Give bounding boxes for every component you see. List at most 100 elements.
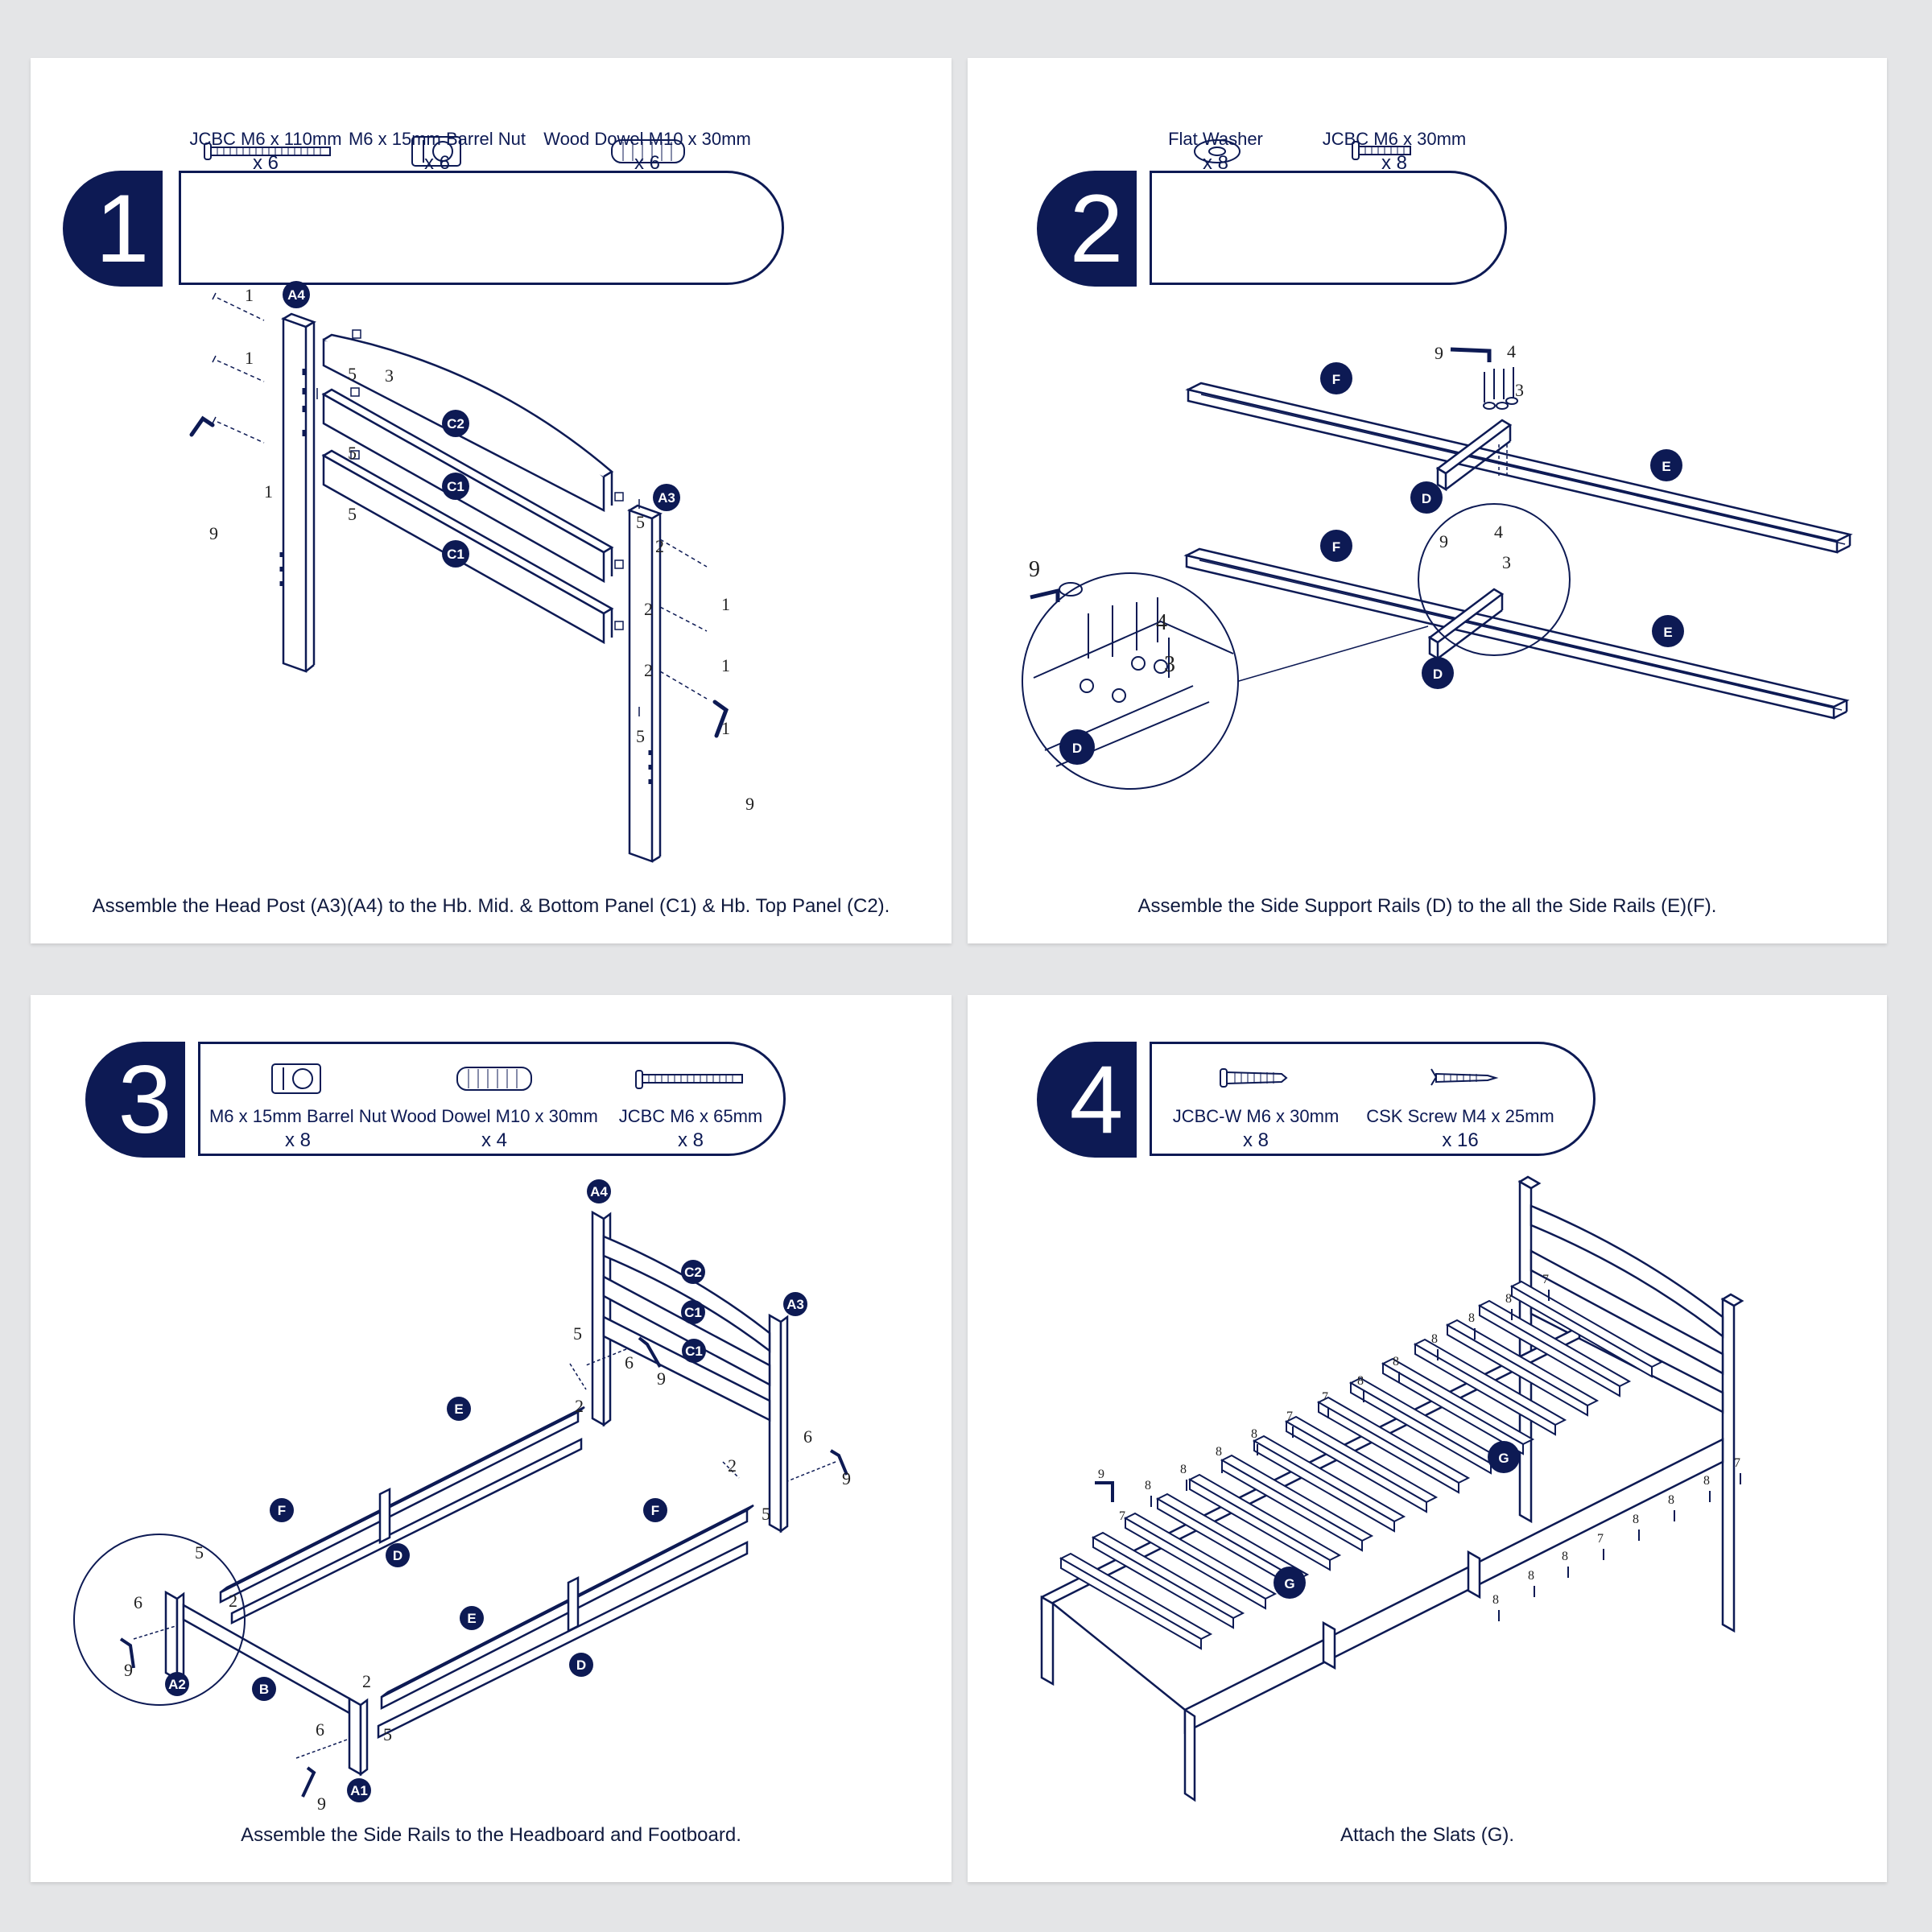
svg-text:A3: A3 xyxy=(658,490,675,506)
frame-assembly-diagram: 5 6 9 2 6 9 2 5 5 2 6 9 2 5 6 9 A4 C2 C1… xyxy=(73,1063,851,1814)
svg-text:D: D xyxy=(393,1548,402,1563)
svg-text:9: 9 xyxy=(657,1368,666,1389)
part-labels: A4 C2 C1 C1 A3 xyxy=(283,281,680,568)
part-number-labels: 5 6 9 2 6 9 2 5 5 2 6 9 2 5 6 9 xyxy=(124,1323,851,1814)
svg-text:1: 1 xyxy=(245,348,254,368)
hardware-box xyxy=(198,1042,786,1156)
wood-bolt-icon xyxy=(1220,1068,1288,1088)
svg-text:6: 6 xyxy=(134,1592,142,1612)
svg-text:E: E xyxy=(1663,625,1672,640)
step-1-panel: 1 JCBC M6 x 110mm x 6 M6 x 15mm Barrel N… xyxy=(31,58,952,943)
svg-text:G: G xyxy=(1498,1451,1509,1466)
csk-screw-icon xyxy=(1430,1068,1499,1086)
svg-text:5: 5 xyxy=(383,1724,392,1744)
svg-text:1: 1 xyxy=(264,481,273,502)
barrel-nut-icon xyxy=(411,136,461,167)
step-caption: Assemble the Side Support Rails (D) to t… xyxy=(1137,895,1717,917)
step-number-badge: 1 xyxy=(63,171,163,287)
svg-text:7: 7 xyxy=(1119,1509,1125,1523)
svg-text:8: 8 xyxy=(1145,1479,1151,1492)
svg-text:8: 8 xyxy=(1562,1550,1568,1563)
svg-text:7: 7 xyxy=(1597,1532,1604,1546)
svg-text:5: 5 xyxy=(348,443,357,463)
zoom-connector xyxy=(1232,625,1429,683)
svg-text:8: 8 xyxy=(1431,1332,1438,1346)
svg-text:A3: A3 xyxy=(786,1297,804,1312)
hardware-name: M6 x 15mm Barrel Nut xyxy=(348,129,526,149)
svg-text:F: F xyxy=(1332,539,1340,555)
svg-text:9: 9 xyxy=(1029,557,1040,582)
headboard-assembly-diagram: 1 1 1 9 5 3 5 5 5 2 2 2 5 1 1 1 9 A4 C2 … xyxy=(189,136,754,863)
step-number-badge: 3 xyxy=(85,1042,185,1158)
svg-text:9: 9 xyxy=(842,1468,851,1488)
hardware-item: M6 x 15mm Barrel Nut x 6 xyxy=(332,127,542,175)
svg-text:9: 9 xyxy=(317,1794,326,1814)
part-labels: G G xyxy=(1274,1441,1520,1599)
head-post-left xyxy=(281,312,316,673)
hardware-item: JCBC M6 x 30mm x 8 xyxy=(1290,127,1499,175)
svg-text:5: 5 xyxy=(573,1323,582,1344)
step-caption: Assemble the Head Post (A3)(A4) to the H… xyxy=(92,895,890,917)
hardware-qty: x 8 xyxy=(284,1129,311,1151)
part-number-labels: 8 8 8 8 7 7 8 8 8 8 8 7 8 8 8 7 8 8 8 7 … xyxy=(1098,1273,1740,1607)
bolt-guides xyxy=(189,292,729,784)
hardware-qty: x 6 xyxy=(423,152,450,174)
svg-text:8: 8 xyxy=(1668,1493,1674,1507)
svg-text:8: 8 xyxy=(1492,1593,1499,1607)
svg-text:D: D xyxy=(576,1657,586,1673)
step-caption: Attach the Slats (G). xyxy=(1340,1824,1515,1846)
allen-keys xyxy=(119,1336,848,1798)
barrel-nut-icon xyxy=(271,1063,321,1094)
svg-text:2: 2 xyxy=(362,1671,371,1691)
step-3-panel: 3 M6 x 15mm Barrel Nut x 8 Wood Dowel M1… xyxy=(31,995,952,1882)
footboard xyxy=(164,1590,369,1777)
svg-text:2: 2 xyxy=(644,599,653,619)
hardware-item: JCBC-W M6 x 30mm x 8 xyxy=(1151,1104,1360,1153)
svg-text:3: 3 xyxy=(1502,552,1511,572)
svg-text:7: 7 xyxy=(1734,1456,1740,1470)
hardware-qty: x 8 xyxy=(1242,1129,1269,1151)
hardware-name: Flat Washer xyxy=(1168,129,1263,149)
slats xyxy=(1059,1280,1664,1650)
svg-text:9: 9 xyxy=(1098,1468,1104,1481)
svg-text:5: 5 xyxy=(636,726,645,746)
svg-text:4: 4 xyxy=(1494,522,1503,542)
svg-text:4: 4 xyxy=(1156,610,1167,635)
hardware-qty: x 8 xyxy=(1381,152,1407,174)
svg-text:1: 1 xyxy=(721,655,730,675)
zoom-circle xyxy=(73,1534,246,1706)
step-caption: Assemble the Side Rails to the Headboard… xyxy=(241,1824,741,1846)
hardware-qty: x 8 xyxy=(677,1129,704,1151)
svg-text:3: 3 xyxy=(1164,652,1175,677)
svg-text:2: 2 xyxy=(229,1591,237,1611)
zoom-circle-small xyxy=(1418,503,1571,656)
step-number-badge: 4 xyxy=(1037,1042,1137,1158)
step-4-panel: 4 JCBC-W M6 x 30mm x 8 CSK Screw M4 x 25… xyxy=(968,995,1887,1882)
svg-text:6: 6 xyxy=(803,1426,812,1447)
svg-text:6: 6 xyxy=(316,1719,324,1740)
side-rails xyxy=(219,1406,754,1740)
svg-text:A1: A1 xyxy=(350,1783,368,1798)
long-bolt-icon xyxy=(204,142,331,160)
hardware-box xyxy=(1150,171,1507,285)
part-labels: A4 C2 C1 C1 A3 E F F D E D A2 B A1 xyxy=(165,1179,807,1802)
svg-text:5: 5 xyxy=(762,1504,770,1524)
zoom-detail xyxy=(1022,572,1239,790)
svg-text:A4: A4 xyxy=(287,287,305,303)
svg-text:9: 9 xyxy=(745,794,754,814)
svg-text:2: 2 xyxy=(728,1455,737,1476)
hardware-name: M6 x 15mm Barrel Nut xyxy=(208,1106,387,1126)
svg-text:8: 8 xyxy=(1251,1427,1257,1441)
headboard xyxy=(1517,1175,1744,1633)
part-number-labels: 9 4 3 9 4 3 9 4 3 xyxy=(1029,341,1524,677)
svg-text:1: 1 xyxy=(245,285,254,305)
flat-washer-icon xyxy=(1194,139,1241,163)
svg-text:F: F xyxy=(1332,372,1340,387)
svg-text:G: G xyxy=(1284,1576,1294,1591)
svg-text:8: 8 xyxy=(1528,1569,1534,1583)
part-labels: F E D F E D D xyxy=(1059,362,1684,765)
svg-text:2: 2 xyxy=(644,660,653,680)
hardware-name: Wood Dowel M10 x 30mm xyxy=(543,129,751,149)
bolt-guides xyxy=(133,1348,836,1759)
svg-text:8: 8 xyxy=(1216,1445,1222,1459)
